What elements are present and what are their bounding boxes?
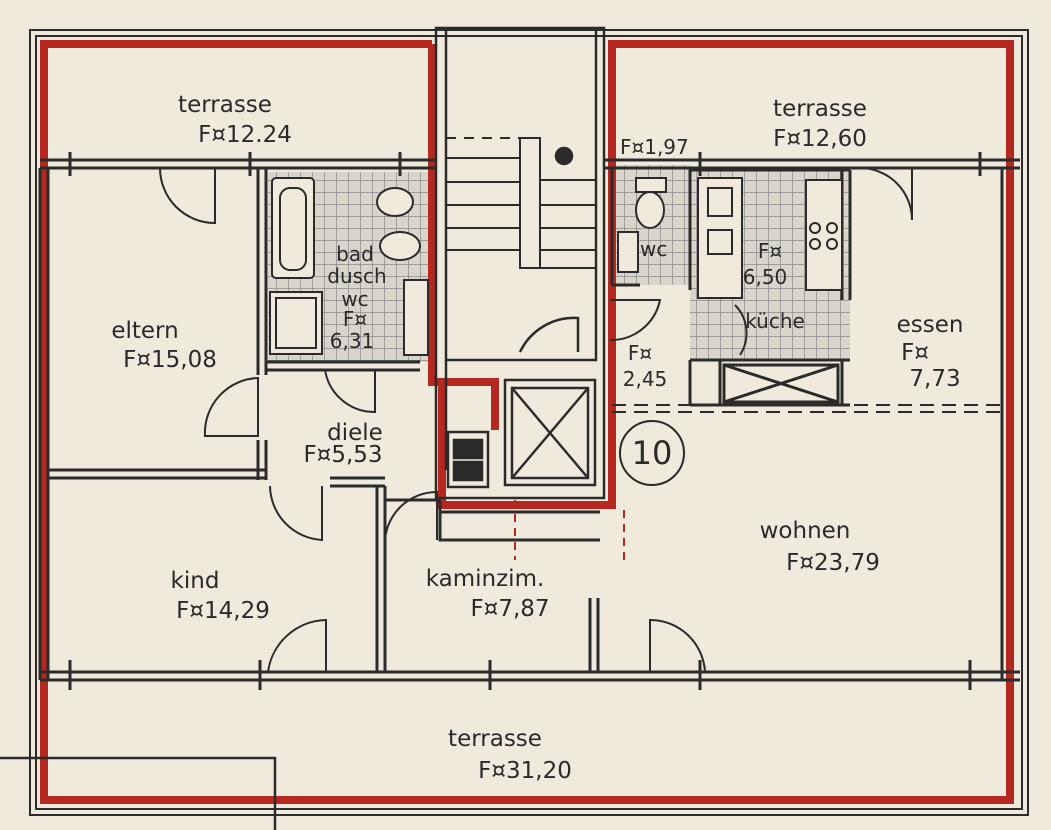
sanitary-fixtures xyxy=(269,177,843,356)
essen-area: 7,73 xyxy=(909,366,961,392)
unit-number-badge: 10 xyxy=(619,420,685,486)
terrasse-ne-area: F¤12,60 xyxy=(773,126,867,152)
kueche-name: küche xyxy=(745,309,805,333)
wc-small-area: F¤1,97 xyxy=(620,135,689,159)
stairwell xyxy=(434,26,606,500)
diele-name: diele xyxy=(327,420,383,446)
terrasse-ne-name: terrasse xyxy=(773,96,867,122)
terrasse-nw-area: F¤12.24 xyxy=(198,122,292,148)
flur-area-label: F¤ xyxy=(627,341,653,365)
terrasse-s-name: terrasse xyxy=(448,726,542,752)
doors xyxy=(159,167,913,673)
kind-name: kind xyxy=(170,568,220,594)
kind-area: F¤14,29 xyxy=(176,598,270,624)
outer-frame xyxy=(29,29,1029,816)
walls xyxy=(0,152,1020,830)
essen-name: essen xyxy=(896,312,964,338)
bad-line3: wc xyxy=(341,287,369,311)
diele-area: F¤5,53 xyxy=(303,442,383,468)
wohnen-name: wohnen xyxy=(759,518,851,544)
bad-line4: F¤ xyxy=(342,307,368,331)
essen-area-label: F¤ xyxy=(901,340,929,366)
kueche-area: 6,50 xyxy=(742,265,788,289)
eltern-area: F¤15,08 xyxy=(123,347,217,373)
eltern-name: eltern xyxy=(111,318,179,344)
bad-line2: dusch xyxy=(327,264,387,288)
kaminzim-name: kaminzim. xyxy=(425,566,545,592)
red-boundary xyxy=(40,40,1014,804)
wc-small-name: wc xyxy=(640,237,668,261)
kueche-area-label: F¤ xyxy=(757,239,783,263)
flur-area: 2,45 xyxy=(622,367,668,391)
terrasse-nw-name: terrasse xyxy=(178,92,272,118)
wohnen-area: F¤23,79 xyxy=(786,550,880,576)
terrasse-s-area: F¤31,20 xyxy=(478,758,572,784)
bad-line1: bad xyxy=(336,242,374,266)
bad-line5: 6,31 xyxy=(329,329,375,353)
kaminzim-area: F¤7,87 xyxy=(470,596,550,622)
